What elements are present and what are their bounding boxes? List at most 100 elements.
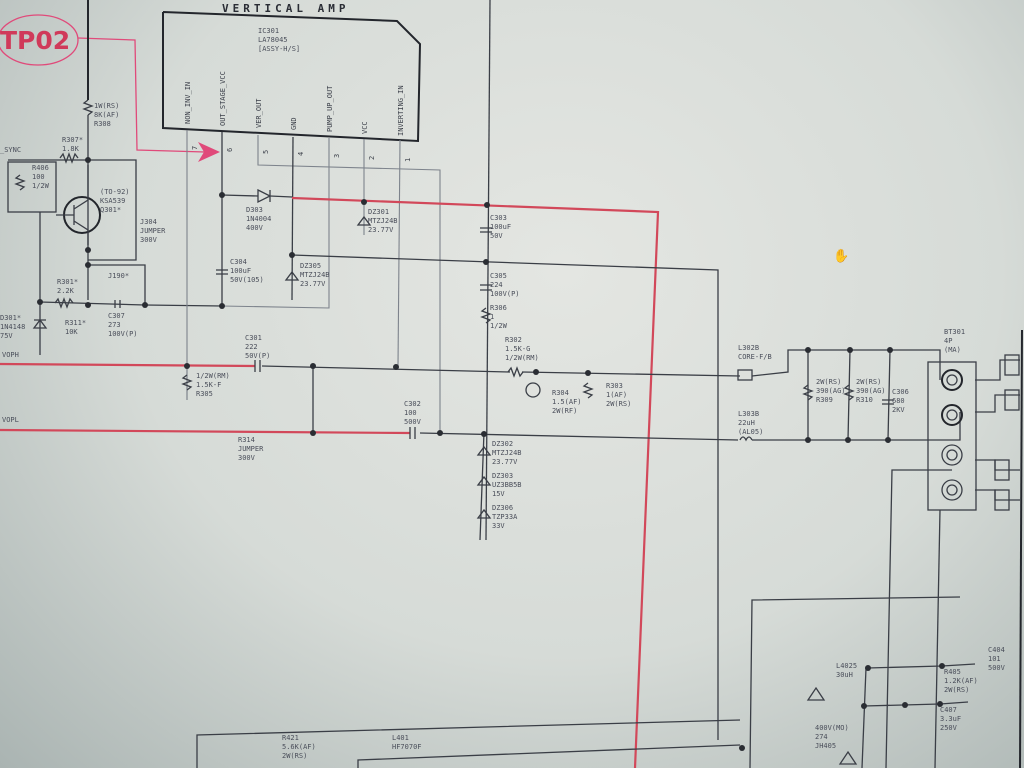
ic-pin-name: NON_INV_IN [184, 82, 192, 124]
label-dz303: UZ3BB5B [492, 481, 522, 489]
warning-icon [838, 750, 858, 765]
label-r307: R307* [62, 136, 83, 144]
label-c306: 680 [892, 397, 905, 405]
label-c305: 100V(P) [490, 290, 520, 298]
capacitor-c304 [216, 269, 228, 275]
label-c305: 224 [490, 281, 503, 289]
label-c400: JH405 [815, 742, 836, 750]
label-c407: 250V [940, 724, 958, 732]
label-c404: 101 [988, 655, 1001, 663]
label-vopl: VOPL [2, 416, 19, 424]
ic-pin-name: OUT_STAGE_VCC [219, 71, 227, 126]
label-l401: HF7070F [392, 743, 422, 751]
label-r309: R309 [816, 396, 833, 404]
resistor-r302 [507, 366, 524, 378]
label-c407: C407 [940, 706, 957, 714]
ic-pin-number: 2 [368, 156, 376, 160]
junction-dots [37, 157, 945, 751]
label-r310: R310 [856, 396, 873, 404]
ic-pin-number: 7 [191, 146, 199, 150]
ic-pin-number: 5 [262, 150, 270, 154]
label-sync: _SYNC [0, 146, 21, 154]
label-c400: 400V(MO) [815, 724, 849, 732]
ic-pin-number: 1 [404, 158, 412, 162]
label-c301: 50V(P) [245, 352, 270, 360]
label-c304: 100uF [230, 267, 251, 275]
label-r406b: 1.2K(AF) [944, 677, 978, 685]
label-dz302: MTZJ24B [492, 449, 522, 457]
inductor-l302b [737, 369, 753, 381]
label-l4025: L4025 [836, 662, 857, 670]
label-r301: R301* [57, 278, 78, 286]
label-r302: R302 [505, 336, 522, 344]
connector-bt301-terminals [941, 369, 963, 501]
label-r304: R304 [552, 389, 569, 397]
arrow-icon [198, 142, 220, 162]
label-c404: C404 [988, 646, 1005, 654]
label-j304: 300V [140, 236, 158, 244]
zener-dz305 [284, 270, 300, 281]
label-voph: VOPH [2, 351, 19, 359]
label-d303: 1N4004 [246, 215, 271, 223]
label-dz306: 33V [492, 522, 505, 530]
label-c407: 3.3uF [940, 715, 961, 723]
ic-assy: [ASSY-H/S] [258, 45, 300, 53]
capacitor-c302 [409, 427, 416, 439]
resistor-r308 [82, 99, 94, 116]
label-l4025: 30uH [836, 671, 853, 679]
ic-pin-name: PUMP_UP_OUT [326, 85, 334, 132]
label-dz301: MTZJ24B [368, 217, 398, 225]
label-r406: R406 [32, 164, 49, 172]
diode-d301 [32, 318, 48, 329]
label-q301: KSA539 [100, 197, 125, 205]
label-c302: 500V [404, 418, 422, 426]
label-l401: L401 [392, 734, 409, 742]
ic-pin-number: 3 [333, 154, 341, 158]
capacitor-c307 [114, 300, 121, 308]
component-labels: _SYNC1W(RS)8K(AF)R308R307*1.8KR4061001/2… [0, 102, 1006, 760]
label-r421: R421 [282, 734, 299, 742]
inductor-l303b [739, 436, 753, 442]
hand-cursor-icon: ✋ [833, 248, 849, 264]
ic-title: VERTICAL AMP [222, 2, 349, 15]
label-r308: 1W(RS) [94, 102, 119, 110]
ic-pin-name: VER_OUT [255, 98, 263, 128]
label-d303: 400V [246, 224, 264, 232]
label-r304: 2W(RF) [552, 407, 577, 415]
label-c304: 50V(105) [230, 276, 264, 284]
label-r310: 2W(RS) [856, 378, 881, 386]
label-r309: 2W(RS) [816, 378, 841, 386]
diode-d303 [257, 188, 272, 204]
resistor-r309 [802, 384, 814, 401]
label-r302: 1/2W(RM) [505, 354, 539, 362]
label-dz302: DZ302 [492, 440, 513, 448]
resistor-r307 [59, 152, 79, 164]
label-r309: 390(AG) [816, 387, 846, 395]
label-r308: R308 [94, 120, 111, 128]
label-j190: J190* [108, 272, 129, 280]
label-l303b: 22uH [738, 419, 755, 427]
label-r303: 2W(RS) [606, 400, 631, 408]
ic301-vertical-amp[interactable]: VERTICAL AMP IC301 LA78045 [ASSY-H/S] NO… [162, 2, 422, 162]
label-bt301: (MA) [944, 346, 961, 354]
ic-pin-number: 4 [297, 152, 305, 156]
label-dz302: 23.77V [492, 458, 518, 466]
label-dz301: 23.77V [368, 226, 394, 234]
label-d303: D303 [246, 206, 263, 214]
label-dz305: MTZJ24B [300, 271, 330, 279]
label-dz305: 23.77V [300, 280, 326, 288]
label-dz306: DZ306 [492, 504, 513, 512]
label-c307: C307 [108, 312, 125, 320]
label-j304: J304 [140, 218, 157, 226]
label-r314: JUMPER [238, 445, 264, 453]
label-c302: 100 [404, 409, 417, 417]
label-c307: 273 [108, 321, 121, 329]
warning-icon [806, 686, 826, 701]
testpoint-tp02[interactable]: TP02 [0, 14, 220, 162]
label-c307: 100V(P) [108, 330, 138, 338]
label-r305: 1/2W(RM) [196, 372, 230, 380]
label-r406b: 2W(RS) [944, 686, 969, 694]
label-dz303: 15V [492, 490, 505, 498]
label-r302: 1.5K-G [505, 345, 530, 353]
